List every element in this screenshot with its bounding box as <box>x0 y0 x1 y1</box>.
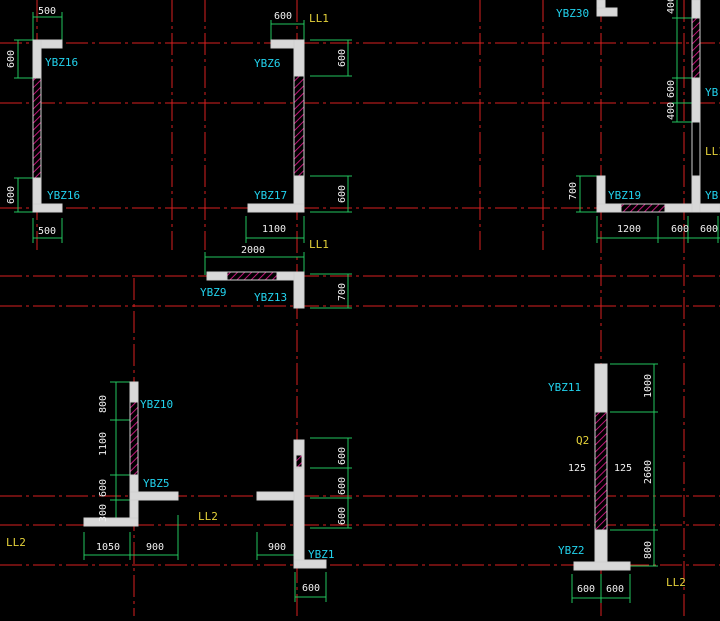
column-right-mid <box>691 77 701 123</box>
column-ybz6-leg <box>293 39 305 77</box>
column-ybz5-right <box>129 491 179 501</box>
column-ybz5-left <box>83 517 139 527</box>
dim-600-ybz1: 600 <box>302 583 320 594</box>
dim-600-v-tl1: 600 <box>6 50 17 68</box>
dim-600-v-tl2: 600 <box>6 186 17 204</box>
dim-400-tr1: 400 <box>666 0 677 14</box>
beam-ll1-top[interactable]: LL1 <box>309 12 329 25</box>
column-ybz2 <box>573 561 631 571</box>
label-q2-left: 125 <box>568 463 586 474</box>
dim-1000: 1000 <box>643 374 654 398</box>
column-ybz11 <box>594 363 608 413</box>
beam-ll1-right[interactable]: LL1 <box>705 145 720 158</box>
column-ybz16-bot <box>32 203 63 213</box>
beam-ll2-right[interactable]: LL2 <box>666 576 686 589</box>
label-q2-right: 125 <box>614 463 632 474</box>
dim-2600: 2600 <box>643 460 654 484</box>
label-ybz1[interactable]: YBZ1 <box>308 548 335 561</box>
column-ybz16-top-leg <box>32 39 42 79</box>
dim-1200: 1200 <box>617 224 641 235</box>
wall-q2-hatch <box>594 411 608 531</box>
column-ybz30-h <box>596 7 618 17</box>
dim-1100-c: 1100 <box>262 224 286 235</box>
dim-1100-l: 1100 <box>98 432 109 456</box>
label-yb-mid[interactable]: YB <box>705 189 719 202</box>
dim-700-mid: 700 <box>337 283 348 301</box>
wall-2000-hatch <box>226 271 278 281</box>
wall-center-hatch <box>293 75 305 177</box>
label-ybz11[interactable]: YBZ11 <box>548 381 581 394</box>
label-q2[interactable]: Q2 <box>576 434 589 447</box>
beam-ll2-center[interactable]: LL2 <box>198 510 218 523</box>
column-ybz2-leg <box>594 529 608 567</box>
label-ybz2[interactable]: YBZ2 <box>558 544 585 557</box>
dim-900-l: 900 <box>146 542 164 553</box>
dim-600-v-c1: 600 <box>337 49 348 67</box>
dim-900-m: 900 <box>268 542 286 553</box>
dim-2000: 2000 <box>241 245 265 256</box>
label-ybz9[interactable]: YBZ9 <box>200 286 227 299</box>
dim-600-v-c2: 600 <box>337 185 348 203</box>
dim-600-l: 600 <box>98 479 109 497</box>
column-ybz17-bot <box>247 203 305 213</box>
dim-600-m2: 600 <box>337 477 348 495</box>
dim-600-b1: 600 <box>577 584 595 595</box>
wall-1200-hatch <box>620 203 666 213</box>
wall-right-lower <box>691 121 701 177</box>
dim-400-tr2: 400 <box>666 102 677 120</box>
dim-500-top: 500 <box>38 6 56 17</box>
label-ybz17[interactable]: YBZ17 <box>254 189 287 202</box>
label-yb-top[interactable]: YB <box>705 86 719 99</box>
label-ybz19[interactable]: YBZ19 <box>608 189 641 202</box>
label-ybz10[interactable]: YBZ10 <box>140 398 173 411</box>
wall-left-hatch <box>32 77 42 179</box>
dim-500-bot: 500 <box>38 226 56 237</box>
dim-300: 300 <box>98 504 109 522</box>
dim-600-r1: 600 <box>671 224 689 235</box>
column-right-top <box>691 0 701 19</box>
dim-600-r2: 600 <box>700 224 718 235</box>
label-ybz30[interactable]: YBZ30 <box>556 7 589 20</box>
dim-700-tr: 700 <box>568 182 579 200</box>
dim-600-m1: 600 <box>337 447 348 465</box>
dimension-lines <box>14 0 720 603</box>
beam-ll1-mid[interactable]: LL1 <box>309 238 329 251</box>
label-ybz16-top[interactable]: YBZ16 <box>45 56 78 69</box>
column-ybz1-bot <box>293 559 327 569</box>
column-ybz9 <box>206 271 228 281</box>
column-right-bot-leg <box>691 175 701 213</box>
label-ybz5[interactable]: YBZ5 <box>143 477 170 490</box>
column-ybz10 <box>129 381 139 403</box>
dim-800-l: 800 <box>98 395 109 413</box>
dimension-texts: 500 500 600 600 600 600 600 1100 400 600… <box>6 0 718 595</box>
column-ybz19 <box>596 203 622 213</box>
wall-right-hatch <box>691 17 701 79</box>
wall-ybz1-hatch <box>295 454 303 468</box>
wall-ybz10-hatch <box>129 401 139 476</box>
beam-ll2-left[interactable]: LL2 <box>6 536 26 549</box>
dim-600-m3: 600 <box>337 507 348 525</box>
label-ybz13[interactable]: YBZ13 <box>254 291 287 304</box>
label-ybz6[interactable]: YBZ6 <box>254 57 281 70</box>
column-ybz13-leg <box>293 271 305 309</box>
column-ybz1-leg <box>293 467 305 569</box>
dim-600-tr: 600 <box>666 80 677 98</box>
beam-labels: LL1 LL1 LL1 LL2 LL2 LL2 <box>6 12 720 589</box>
wall-elements <box>32 0 720 571</box>
label-ybz16-bot[interactable]: YBZ16 <box>47 189 80 202</box>
dim-1050: 1050 <box>96 542 120 553</box>
column-labels: YBZ16 YBZ16 YBZ6 YBZ17 YBZ30 YBZ19 YB YB… <box>45 7 719 561</box>
dim-600-top2: 600 <box>274 11 292 22</box>
dim-600-b2: 600 <box>606 584 624 595</box>
dim-800-r: 800 <box>643 541 654 559</box>
